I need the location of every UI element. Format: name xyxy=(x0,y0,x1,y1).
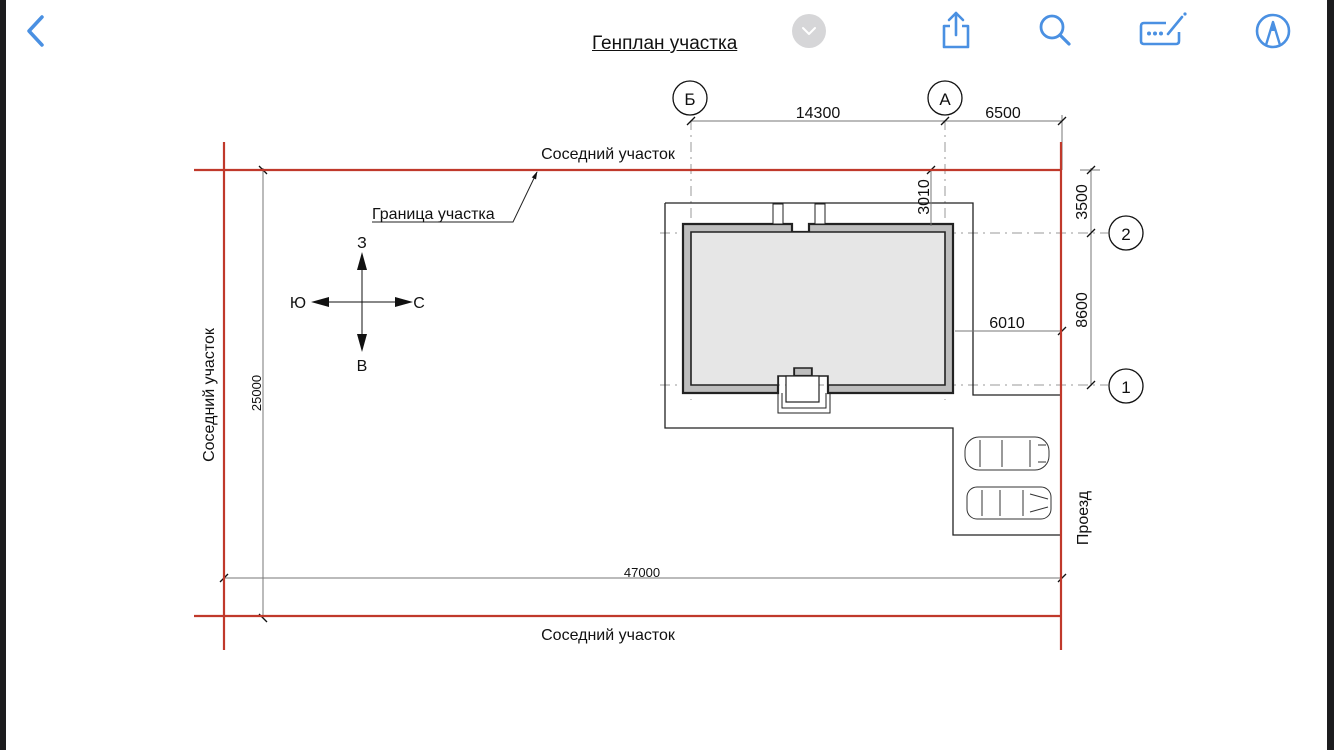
label-neighbor-bottom: Соседний участок xyxy=(541,627,676,644)
dim-plot-depth: 25000 xyxy=(249,375,264,411)
axis-label-1: 1 xyxy=(1121,378,1130,397)
markup-icon xyxy=(1255,13,1291,49)
compass-south: В xyxy=(357,358,368,375)
chevron-left-icon xyxy=(27,15,44,47)
plot-boundary xyxy=(194,142,1063,650)
share-button[interactable] xyxy=(938,10,974,50)
dim-row2-to-row1: 8600 xyxy=(1074,292,1091,328)
share-icon xyxy=(942,11,970,49)
porch xyxy=(785,375,820,403)
dim-b-to-a: 14300 xyxy=(796,105,841,122)
title-dropdown-button[interactable] xyxy=(792,14,826,48)
dimension-ticks xyxy=(219,116,1096,623)
paving-outline xyxy=(664,202,1060,536)
signature-button[interactable] xyxy=(1138,10,1190,46)
search-icon xyxy=(1039,14,1071,46)
chevron-down-icon xyxy=(802,27,816,35)
search-button[interactable] xyxy=(1036,12,1074,48)
car-1 xyxy=(964,436,1050,471)
back-step-right xyxy=(814,203,826,225)
boundary-leader xyxy=(372,171,538,223)
car-2 xyxy=(966,486,1052,520)
axis-label-a: А xyxy=(939,90,951,109)
document-title: Генплан участка xyxy=(592,33,738,54)
label-boundary: Граница участка xyxy=(372,206,495,223)
pdf-viewer-page: Генплан участка xyxy=(6,0,1327,750)
back-button[interactable] xyxy=(24,14,48,48)
back-step-left xyxy=(772,203,784,225)
label-driveway: Проезд xyxy=(1075,490,1092,545)
parked-cars xyxy=(964,436,1052,520)
axis-bubble-1 xyxy=(1108,368,1144,404)
axis-label-2: 2 xyxy=(1121,225,1130,244)
compass-west: Ю xyxy=(290,295,306,312)
axis-bubble-2 xyxy=(1108,215,1144,251)
markup-button[interactable] xyxy=(1254,12,1292,50)
compass-north: З xyxy=(357,235,367,252)
compass-east: С xyxy=(413,295,425,312)
site-plan-drawing: Б А 2 1 14300 6500 6010 47000 3010 3500 … xyxy=(194,80,1144,650)
dim-right-offset: 6010 xyxy=(989,315,1025,332)
dim-plot-width: 47000 xyxy=(624,565,660,580)
dim-edge-to-row2: 3500 xyxy=(1074,184,1091,220)
dim-top-offset: 3010 xyxy=(916,179,933,215)
axis-bubble-a xyxy=(927,80,963,116)
axis-bubbles xyxy=(672,80,1144,404)
grid-axes xyxy=(660,120,1108,400)
dim-a-to-edge: 6500 xyxy=(985,105,1021,122)
building xyxy=(681,203,955,414)
label-neighbor-left: Соседний участок xyxy=(201,327,218,462)
compass-rose xyxy=(311,252,413,352)
label-neighbor-top: Соседний участок xyxy=(541,146,676,163)
signature-icon xyxy=(1139,12,1187,46)
axis-label-b: Б xyxy=(684,90,695,109)
axis-bubble-b xyxy=(672,80,708,116)
dimension-lines xyxy=(224,115,1100,618)
